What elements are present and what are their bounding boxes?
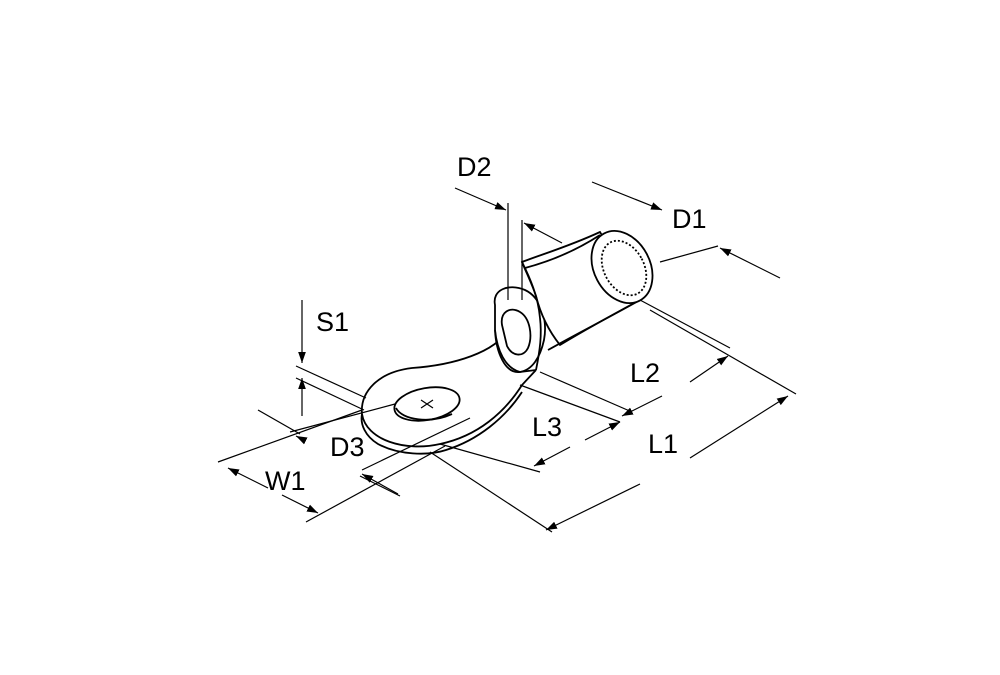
- label-d1: D1: [672, 204, 707, 234]
- sleeve-bottom-edge: [547, 299, 641, 351]
- label-l2: L2: [630, 358, 660, 388]
- dim-w1: W1: [217, 409, 446, 523]
- dim-l2: L2: [539, 299, 731, 417]
- sleeve-top-edge: [524, 234, 601, 269]
- barrel-mouth: [493, 286, 546, 373]
- crimp-edge: [494, 329, 537, 373]
- ring-center-mark: [420, 399, 434, 409]
- sleeve-shoulder: [521, 261, 542, 371]
- ring-thickness-edge: [360, 391, 523, 455]
- dim-l1: L1: [429, 309, 797, 533]
- label-l3: L3: [532, 412, 562, 442]
- label-w1: W1: [265, 466, 306, 496]
- label-d3: D3: [330, 432, 365, 462]
- dim-s1: S1: [295, 300, 367, 416]
- dim-d1: D1: [591, 181, 781, 279]
- barrel-mouth-inner: [500, 308, 532, 356]
- label-s1: S1: [316, 307, 349, 337]
- ring-hole-depth: [395, 407, 453, 421]
- terminal-body: [360, 230, 654, 455]
- sleeve-end-inner: [600, 239, 648, 297]
- label-l1: L1: [648, 429, 678, 459]
- dim-d2: D2: [454, 152, 563, 300]
- label-d2: D2: [457, 152, 492, 182]
- dim-d3: D3: [257, 403, 471, 497]
- dim-l3: L3: [439, 384, 621, 473]
